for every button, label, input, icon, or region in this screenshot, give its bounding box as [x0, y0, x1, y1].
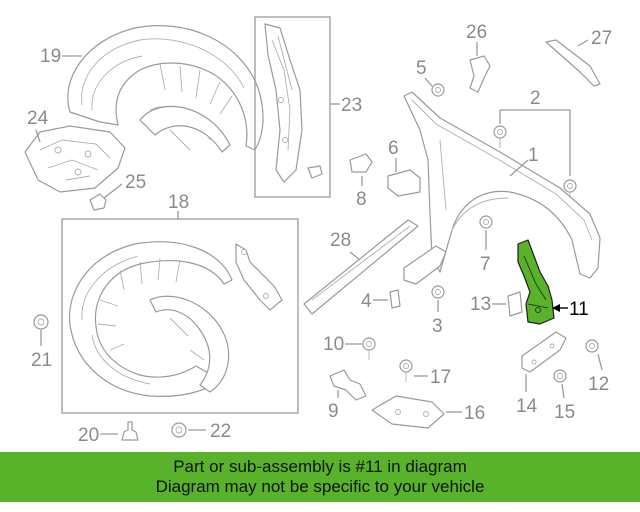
part-25-clip — [89, 193, 107, 211]
callout-21: 21 — [31, 350, 52, 371]
part-9-bracket — [329, 369, 367, 401]
part-1-fender — [403, 91, 601, 279]
callout-27: 27 — [591, 28, 612, 49]
callout-8: 8 — [356, 189, 367, 210]
part-23-frame — [254, 16, 331, 198]
callout-22: 22 — [210, 421, 231, 442]
part-26-bracket — [469, 55, 491, 93]
info-banner: Part or sub-assembly is #11 in diagram D… — [0, 452, 640, 502]
callout-6: 6 — [388, 138, 399, 159]
part-14-bracket — [521, 331, 567, 373]
leader-15 — [561, 383, 565, 399]
callout-12: 12 — [588, 374, 609, 395]
leader-24 — [35, 129, 41, 143]
part-6-bracket — [387, 169, 421, 197]
leader-27 — [577, 39, 589, 47]
leader-28 — [349, 251, 361, 261]
callout-26: 26 — [466, 22, 487, 43]
callout-10: 10 — [323, 334, 344, 355]
callout-11: 11 — [569, 299, 589, 320]
part-19-fender-liner — [67, 25, 264, 153]
leader-11-arrowhead — [552, 304, 560, 312]
part-21-screw — [33, 314, 49, 330]
part-20-push-pin — [121, 421, 139, 441]
callout-18: 18 — [168, 192, 189, 213]
part-18-bracket — [235, 243, 283, 311]
part-12-bolt — [585, 339, 599, 353]
part-24-bracket — [24, 125, 126, 193]
banner-line-1: Part or sub-assembly is #11 in diagram — [173, 457, 467, 476]
callout-3: 3 — [432, 316, 443, 337]
part-18-frame — [61, 218, 299, 414]
part-23-panel — [264, 23, 303, 183]
part-7-bolt — [479, 215, 493, 229]
callout-9: 9 — [328, 401, 339, 422]
leader-12 — [597, 353, 603, 371]
part-23-screw — [307, 165, 323, 179]
callout-2: 2 — [530, 88, 541, 109]
callout-15: 15 — [554, 402, 575, 423]
leader-1 — [509, 159, 529, 177]
callout-5: 5 — [416, 58, 427, 79]
callout-23: 23 — [341, 95, 362, 116]
callout-17: 17 — [430, 367, 451, 388]
part-2-bolt-a — [493, 125, 507, 148]
leader-2 — [499, 109, 571, 176]
leader-25 — [103, 183, 123, 199]
part-27-trim — [545, 39, 601, 87]
part-5-bolt — [431, 83, 445, 97]
part-22-grommet — [171, 422, 187, 438]
part-11-highlighted-bracket — [517, 239, 555, 325]
callout-4: 4 — [361, 291, 372, 312]
callout-13: 13 — [470, 294, 491, 315]
part-15-bolt — [553, 369, 567, 383]
callout-25: 25 — [125, 172, 146, 193]
part-18-wheel-liner — [68, 241, 233, 397]
part-3-bolt — [431, 285, 445, 299]
part-lower-bracket — [403, 245, 447, 285]
part-28-sill-strip — [303, 219, 419, 315]
parts-diagram: 19 24 25 23 18 21 — [24, 16, 612, 446]
part-13-clip — [507, 291, 523, 317]
part-16-plate — [371, 395, 445, 429]
part-17-bolt — [399, 359, 413, 382]
callout-1: 1 — [528, 145, 539, 166]
callout-19: 19 — [40, 46, 61, 67]
part-4-clip — [389, 289, 401, 309]
callout-28: 28 — [330, 230, 351, 251]
callout-14: 14 — [516, 396, 538, 417]
banner-line-2: Diagram may not be specific to your vehi… — [155, 477, 485, 496]
leader-5 — [424, 77, 433, 87]
callout-16: 16 — [464, 403, 485, 424]
callout-20: 20 — [78, 425, 99, 446]
callout-7: 7 — [480, 254, 491, 275]
part-8-clip — [349, 153, 373, 173]
part-10-bolt — [362, 337, 376, 360]
callout-24: 24 — [27, 108, 49, 129]
